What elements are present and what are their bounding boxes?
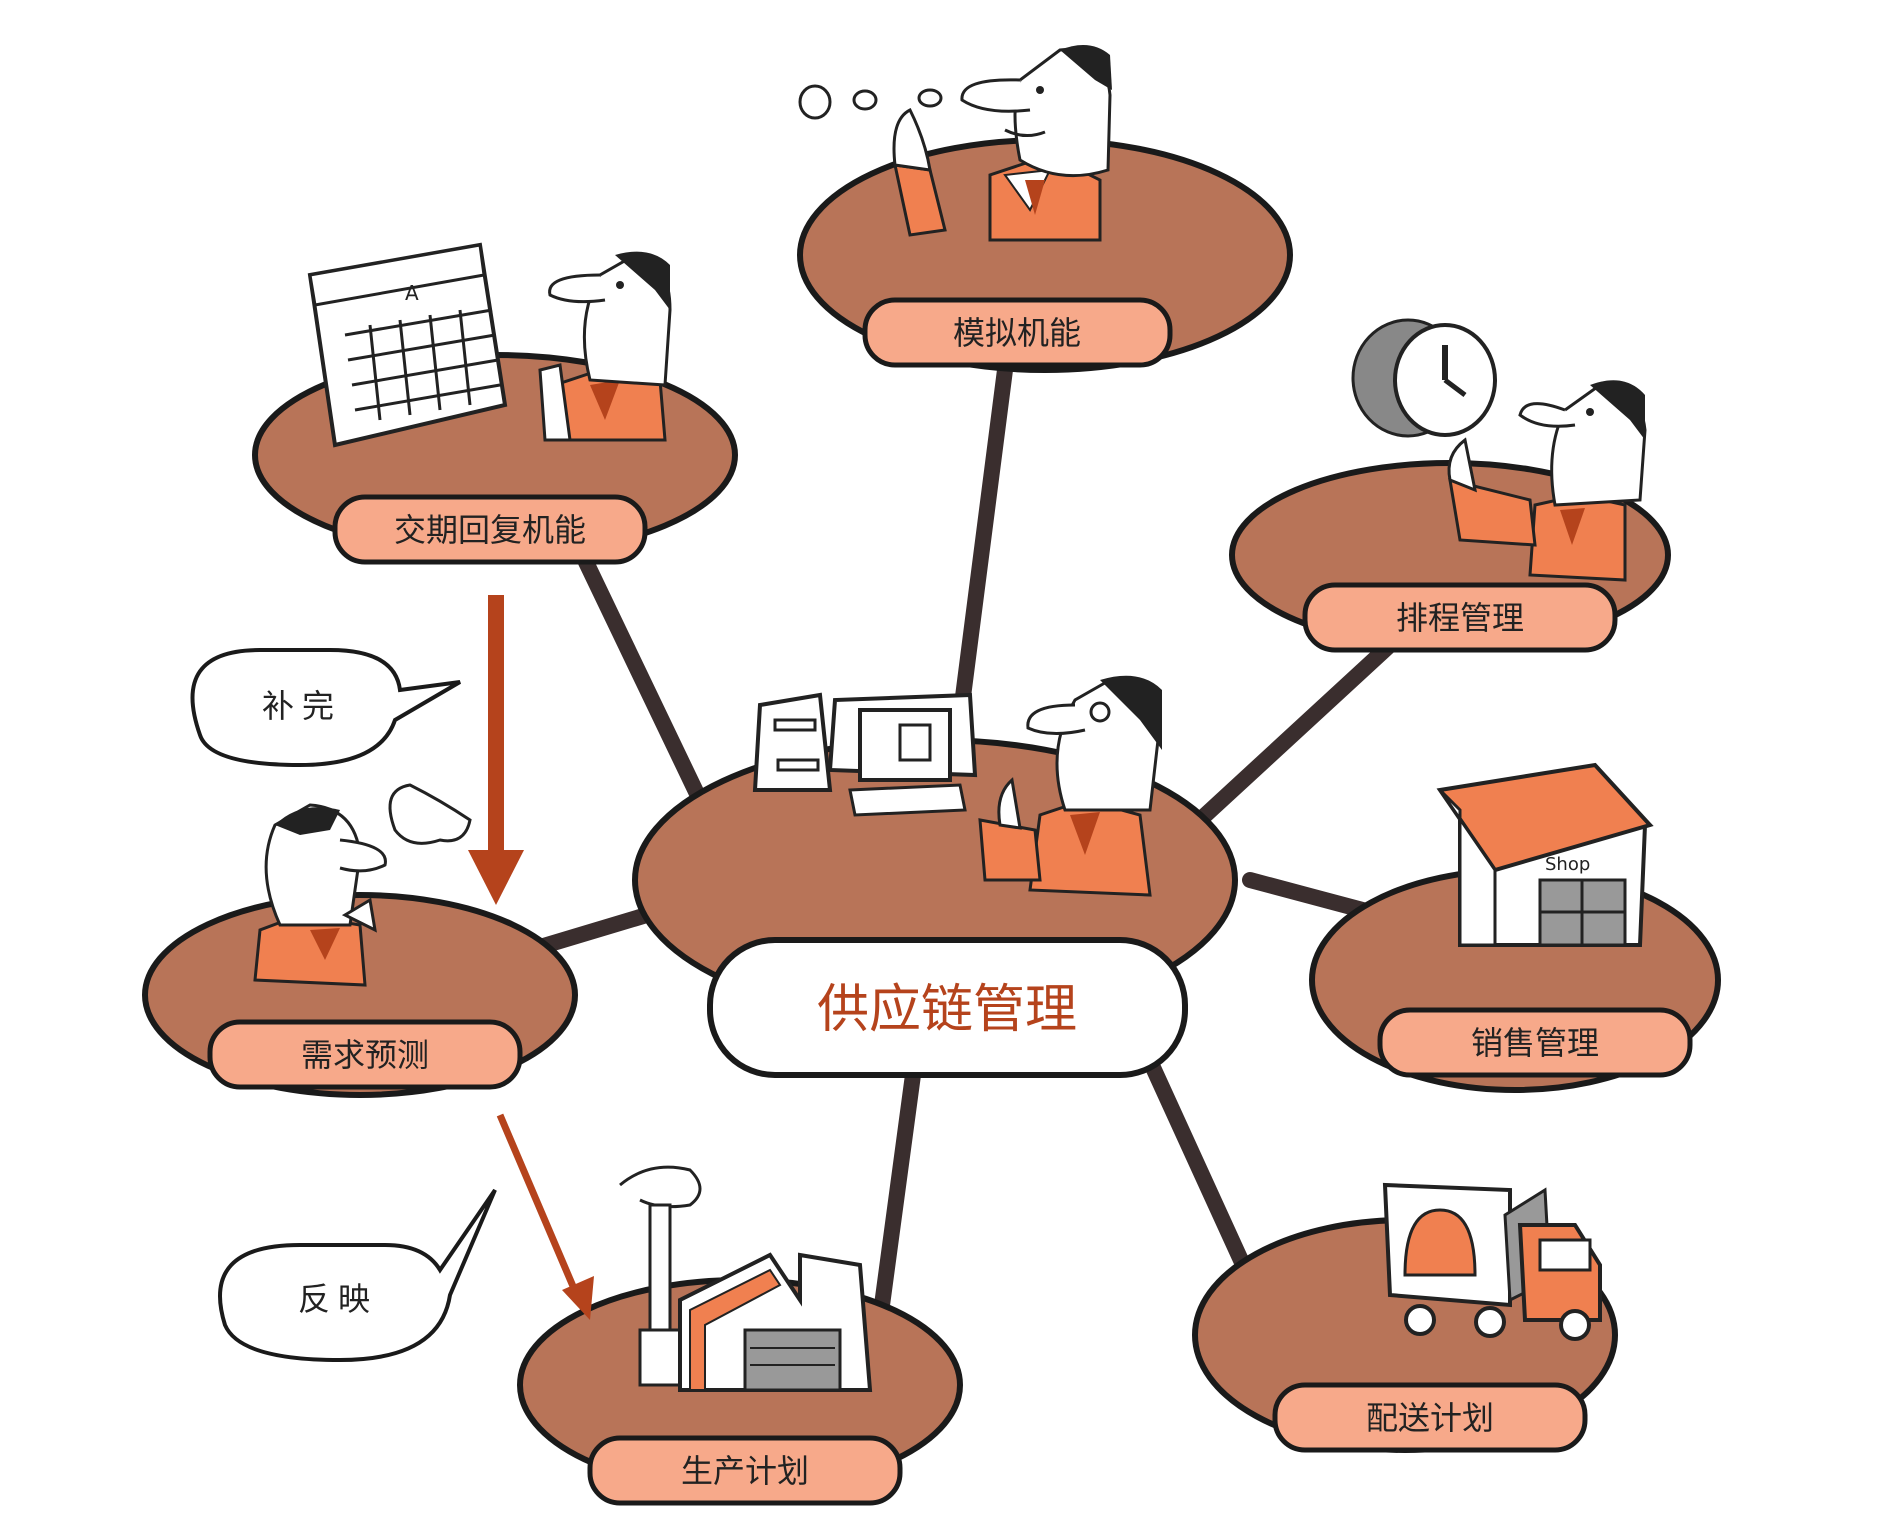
- flow-arrow-replenish: [468, 595, 524, 905]
- label-demand-forecast-text: 需求预测: [301, 1036, 429, 1074]
- label-distribution-plan: 配送计划: [1272, 1382, 1588, 1453]
- hub-label: 供应链管理: [707, 937, 1188, 1078]
- label-scheduling: 排程管理: [1302, 582, 1618, 653]
- flow-arrow-reflect: [496, 1113, 594, 1320]
- label-production-plan-text: 生产计划: [681, 1452, 809, 1490]
- connector-scheduling: [1192, 637, 1398, 828]
- person-demand-forecast: [253, 783, 472, 987]
- label-scheduling-text: 排程管理: [1396, 599, 1524, 637]
- speech-bubble-reflect: 反映: [218, 1188, 497, 1363]
- connector-distribution-plan: [1137, 1042, 1258, 1288]
- node-labels: 模拟机能 交期回复机能 排程管理 销售管理 需求预测 生产计划 配送计划: [207, 297, 1693, 1506]
- clock-icon: [1351, 318, 1497, 438]
- calendar-icon: A: [307, 242, 508, 448]
- connectors: [522, 362, 1408, 1328]
- label-distribution-plan-text: 配送计划: [1366, 1399, 1494, 1437]
- person-scheduling: [1447, 380, 1647, 582]
- connector-production-plan: [872, 1052, 923, 1328]
- connector-simulation: [952, 362, 1013, 728]
- speech-bubble-reflect-text: 反映: [298, 1280, 378, 1318]
- speech-bubble-replenish-text: 补完: [262, 687, 342, 725]
- label-delivery-reply-text: 交期回复机能: [394, 511, 586, 549]
- label-sales-text: 销售管理: [1471, 1024, 1599, 1062]
- label-simulation-text: 模拟机能: [953, 314, 1081, 352]
- person-hub: [978, 675, 1162, 897]
- connector-delivery-reply: [577, 552, 708, 808]
- label-demand-forecast: 需求预测: [207, 1019, 523, 1090]
- thinking-person-icon: [798, 45, 1112, 242]
- person-delivery-reply: [538, 251, 672, 442]
- hub-label-text: 供应链管理: [817, 980, 1077, 1040]
- label-sales: 销售管理: [1377, 1007, 1693, 1078]
- truck-icon: [1382, 1182, 1602, 1341]
- speech-bubble-replenish: 补完: [190, 648, 462, 768]
- label-delivery-reply: 交期回复机能: [332, 494, 648, 565]
- label-simulation: 模拟机能: [862, 297, 1173, 368]
- shop-icon: Shop: [1436, 762, 1654, 947]
- svg-text:A: A: [405, 281, 419, 305]
- computer-icon: [752, 692, 978, 817]
- svg-text:Shop: Shop: [1545, 854, 1590, 875]
- factory-icon: [619, 1165, 873, 1392]
- label-production-plan: 生产计划: [587, 1435, 903, 1506]
